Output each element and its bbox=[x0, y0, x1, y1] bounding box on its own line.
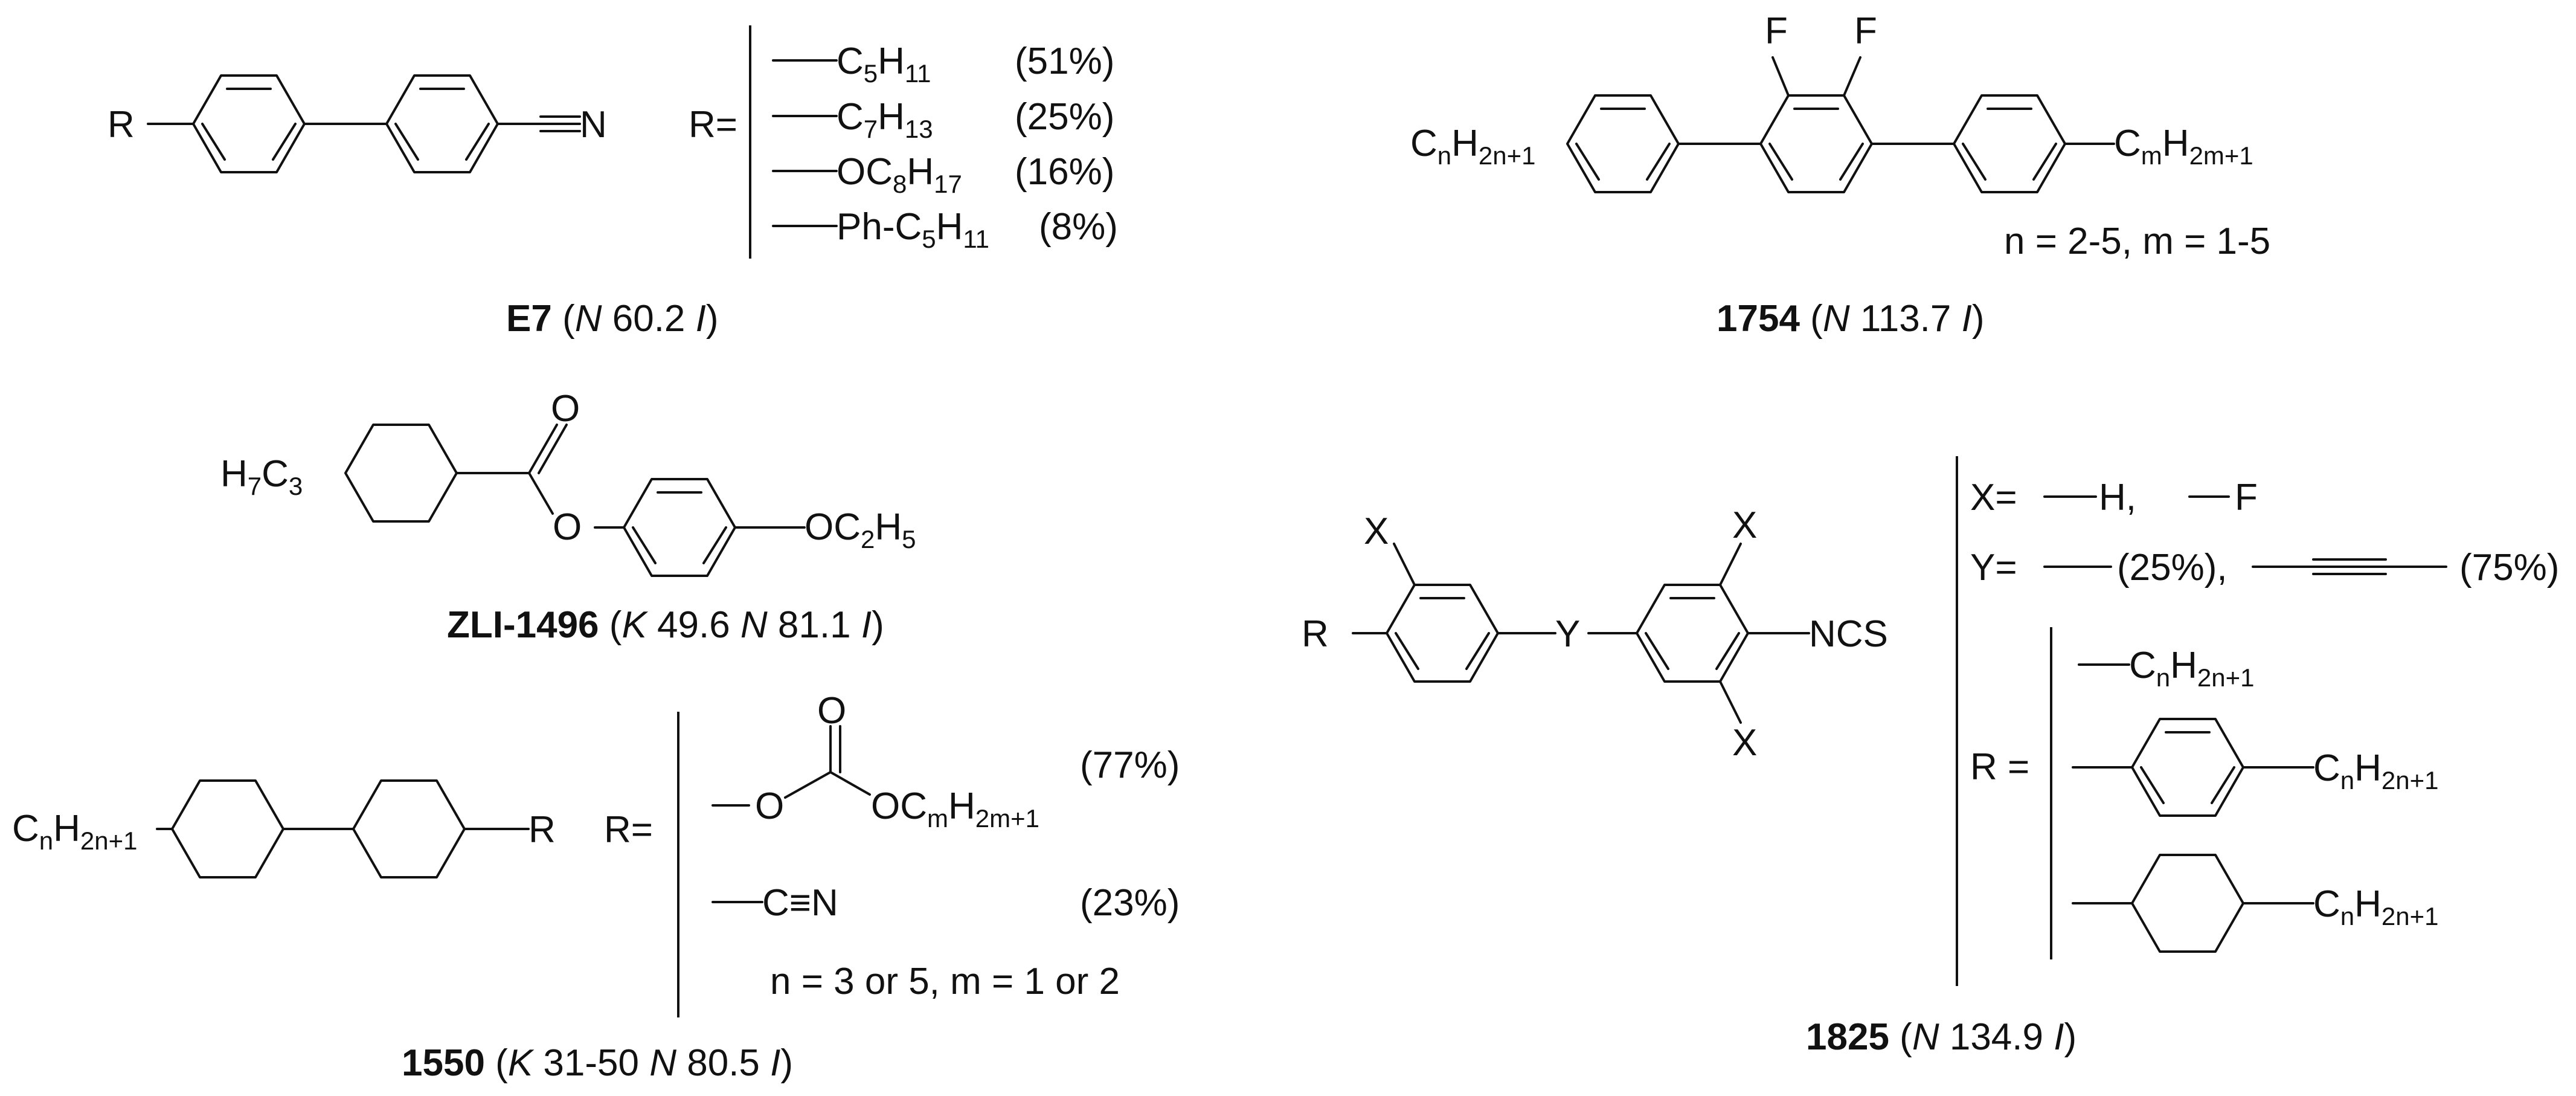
c1754-fluorine-1: F bbox=[1765, 10, 1788, 52]
c1550-bonds bbox=[156, 712, 871, 1017]
zli1496-ester-oxygen: O bbox=[553, 506, 582, 548]
c1754-structure: F F CnH2n+1 CmH2m+1 n = 2-5, m = 1-5 175… bbox=[1410, 10, 2270, 340]
c1550-carbonate-top-oxygen: O bbox=[817, 690, 846, 732]
c1825-x-label-left: X bbox=[1364, 511, 1389, 552]
c1825-r-equals: R = bbox=[1970, 746, 2029, 788]
c1825-structure: X R Y X X NCS X= H, F Y= (25%), (75%) R … bbox=[1302, 456, 2559, 1058]
zli1496-caption: ZLI-1496 (K 49.6 N 81.1 I) bbox=[447, 604, 884, 646]
e7-substituent-2: C7H13 bbox=[837, 96, 933, 143]
zli1496-propyl: H7C3 bbox=[220, 453, 303, 500]
c1825-bonds bbox=[1352, 456, 2447, 986]
c1825-r-cyclohexyl-chain: CnH2n+1 bbox=[2313, 883, 2439, 930]
c1754-fluorine-2: F bbox=[1854, 10, 1877, 52]
c1754-range-note: n = 2-5, m = 1-5 bbox=[2004, 221, 2270, 262]
zli1496-bonds bbox=[344, 424, 806, 577]
c1550-caption: 1550 (K 31-50 N 80.5 I) bbox=[402, 1042, 793, 1084]
c1550-carbonate-percent: (77%) bbox=[1080, 744, 1180, 786]
c1825-caption: 1825 (N 134.9 I) bbox=[1806, 1016, 2077, 1058]
c1825-r-phenyl-chain: CnH2n+1 bbox=[2313, 747, 2439, 795]
c1825-r-alkyl: CnH2n+1 bbox=[2129, 645, 2255, 692]
zli1496-carbonyl-oxygen: O bbox=[551, 388, 580, 430]
c1754-right-chain: CmH2m+1 bbox=[2114, 123, 2253, 170]
e7-r-equals: R= bbox=[689, 104, 737, 146]
e7-substituent-1: C5H11 bbox=[837, 40, 931, 88]
e7-structure: R N R= C5H11 (51%) C7H13 (25%) OC8H17 (1… bbox=[108, 25, 1118, 340]
zli1496-structure: H7C3 O O OC2H5 ZLI-1496 (K 49.6 N 81.1 I… bbox=[220, 388, 916, 646]
c1754-bonds bbox=[1566, 56, 2115, 193]
e7-bonds bbox=[147, 25, 838, 259]
e7-substituent-3: OC8H17 bbox=[837, 151, 962, 198]
e7-r-label: R bbox=[108, 104, 135, 146]
c1550-r-equals: R= bbox=[604, 809, 653, 851]
c1825-y-label: Y bbox=[1555, 613, 1580, 655]
e7-nitrile-n: N bbox=[580, 104, 607, 146]
c1754-caption: 1754 (N 113.7 I) bbox=[1717, 298, 1985, 340]
e7-percent-4: (8%) bbox=[1039, 206, 1118, 248]
c1825-x-label-bottom: X bbox=[1732, 722, 1757, 764]
c1550-structure: CnH2n+1 R R= O O OCmH2m+1 (77%) C≡N (23%… bbox=[12, 690, 1180, 1084]
c1825-x-option-f: F bbox=[2235, 477, 2258, 518]
c1550-left-chain: CnH2n+1 bbox=[12, 808, 138, 855]
c1550-cyano-percent: (23%) bbox=[1080, 882, 1180, 924]
c1825-x-equals: X= bbox=[1970, 477, 2017, 518]
c1825-r-label: R bbox=[1302, 613, 1329, 655]
e7-percent-3: (16%) bbox=[1015, 151, 1114, 193]
c1550-r-label: R bbox=[528, 809, 556, 851]
c1825-x-label-top: X bbox=[1732, 504, 1757, 546]
e7-percent-1: (51%) bbox=[1015, 40, 1114, 82]
c1550-carbonate-tail: OCmH2m+1 bbox=[871, 785, 1039, 833]
zli1496-ethoxy: OC2H5 bbox=[805, 506, 916, 553]
e7-caption: E7 (N 60.2 I) bbox=[506, 298, 719, 340]
c1550-cyano: C≡N bbox=[762, 882, 838, 924]
c1825-y-percent-triple: (75%) bbox=[2459, 547, 2559, 588]
c1825-x-option-h: H, bbox=[2099, 477, 2136, 518]
c1825-y-equals: Y= bbox=[1970, 547, 2017, 588]
c1825-y-percent-single: (25%), bbox=[2117, 547, 2228, 588]
e7-percent-2: (25%) bbox=[1015, 96, 1114, 138]
c1550-range-note: n = 3 or 5, m = 1 or 2 bbox=[770, 961, 1120, 1002]
c1754-left-chain: CnH2n+1 bbox=[1410, 123, 1536, 170]
c1550-carbonate-oxygen: O bbox=[755, 785, 784, 827]
c1825-isothiocyanate: NCS bbox=[1809, 613, 1888, 655]
e7-substituent-4: Ph-C5H11 bbox=[837, 206, 989, 253]
